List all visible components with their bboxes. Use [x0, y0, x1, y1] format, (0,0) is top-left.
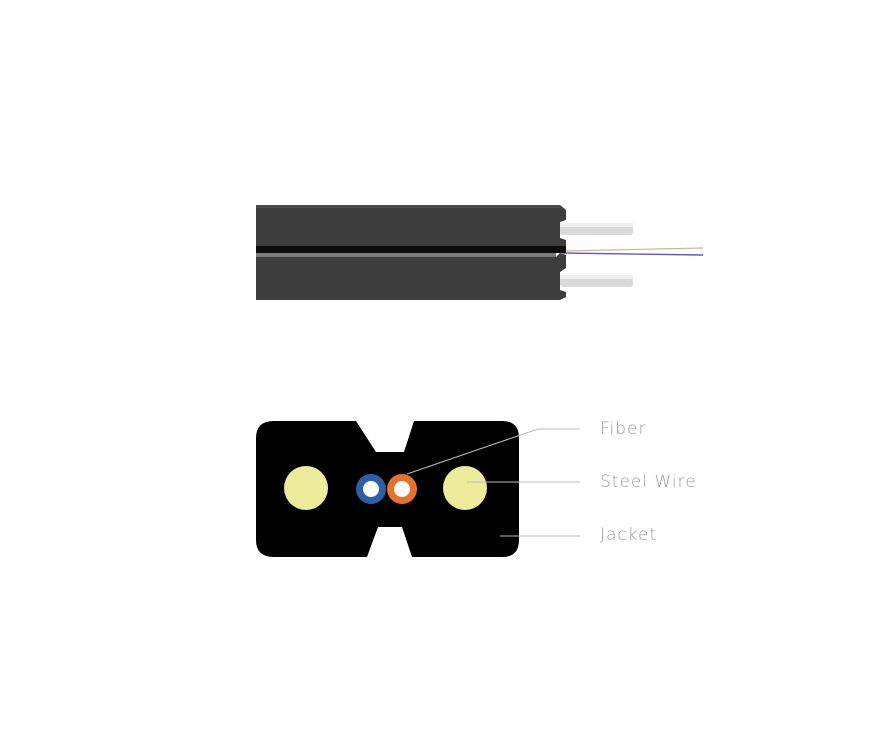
cable-cross-section [256, 421, 519, 557]
label-jacket: Jacket [600, 525, 658, 545]
steel-wire-left [284, 466, 328, 510]
steel-wire-right [443, 466, 487, 510]
leader-lines [406, 428, 580, 537]
cable-side-view [256, 205, 704, 300]
fiber-orange [561, 247, 704, 252]
label-fiber: Fiber [600, 419, 647, 439]
jacket-bottom [256, 253, 566, 300]
jacket-top [256, 205, 566, 246]
groove [256, 246, 566, 253]
fiber-blue [561, 252, 704, 256]
leader-fiber [406, 428, 580, 475]
label-steel-wire: Steel Wire [600, 472, 697, 492]
